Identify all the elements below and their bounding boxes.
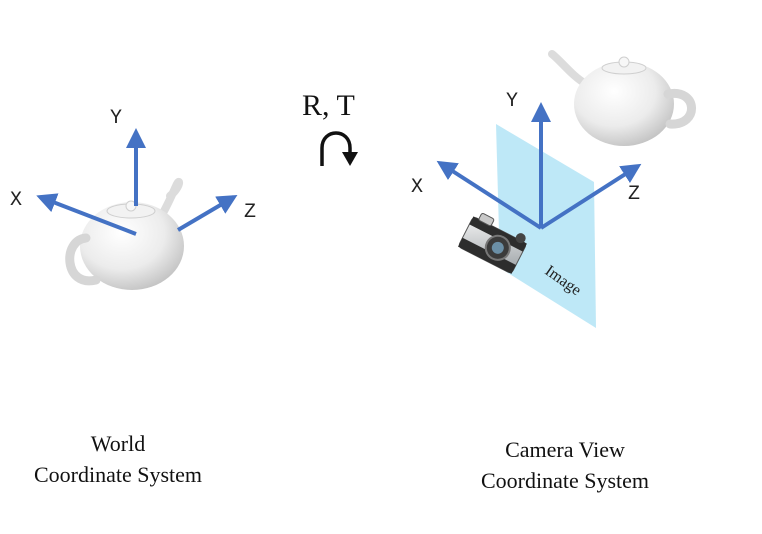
- camera-caption-line-1: Camera View: [505, 437, 625, 462]
- world-y-label: Y: [110, 107, 122, 130]
- camera-caption: Camera View Coordinate System: [450, 434, 680, 496]
- camera-z-axis: [539, 163, 642, 230]
- camera-teapot-icon: [548, 50, 696, 146]
- world-axes: Y X Z: [10, 107, 256, 236]
- world-caption: World Coordinate System: [8, 428, 228, 490]
- transform-label: R, T: [302, 89, 355, 122]
- camera-z-label: Z: [628, 183, 640, 206]
- world-caption-line-2: Coordinate System: [33, 462, 203, 487]
- camera-icon: [458, 213, 527, 274]
- world-z-axis: [176, 194, 238, 232]
- camera-x-label: X: [411, 176, 423, 199]
- camera-caption-line-2: Coordinate System: [480, 468, 650, 493]
- world-x-axis: [36, 193, 137, 236]
- rotate-arrow-icon: [320, 131, 358, 166]
- world-teapot-icon: [65, 177, 184, 290]
- camera-y-label: Y: [506, 90, 518, 113]
- world-z-label: Z: [244, 201, 256, 224]
- world-caption-line-1: World: [90, 431, 146, 456]
- world-x-label: X: [10, 189, 22, 212]
- camera-x-axis: [436, 160, 543, 230]
- camera-axes: Y X Z: [411, 90, 642, 230]
